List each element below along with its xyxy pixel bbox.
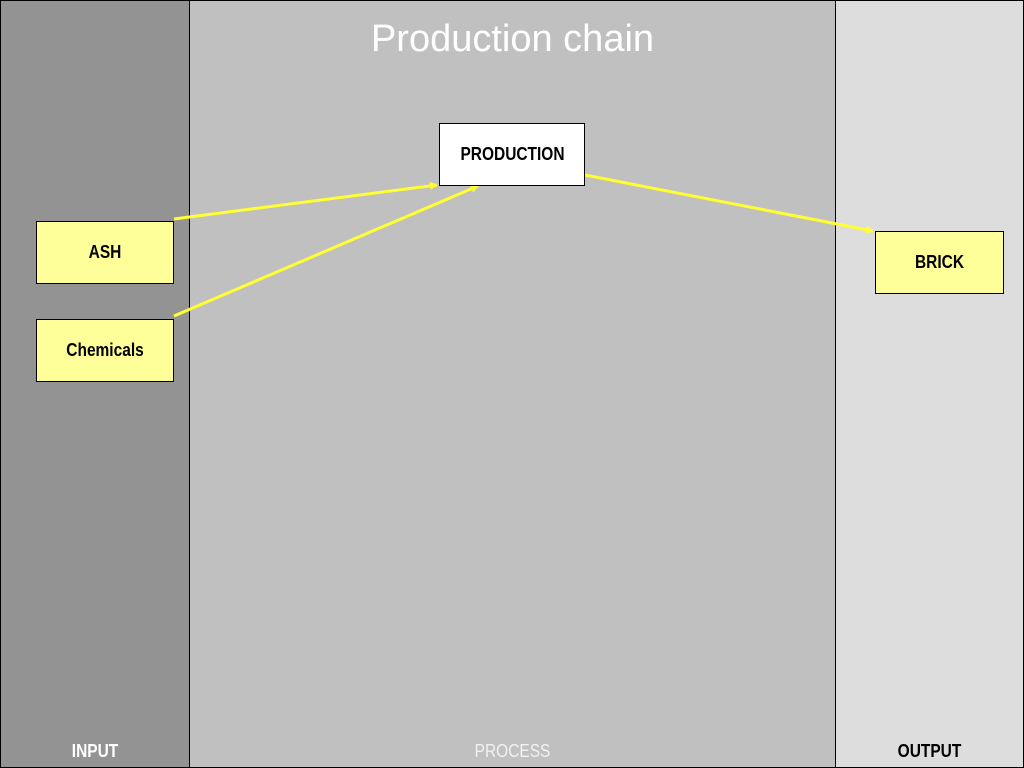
brick-node: BRICK: [875, 231, 1004, 294]
ash-node-label: ASH: [88, 242, 122, 262]
ash-node: ASH: [36, 221, 174, 284]
process-column: [189, 0, 836, 768]
production-node: PRODUCTION: [439, 123, 585, 186]
input-column-label: INPUT: [71, 741, 119, 761]
output-column: [835, 0, 1024, 768]
process-column-label: PROCESS: [474, 741, 551, 761]
diagram-title: Production chain: [370, 18, 655, 60]
input-column: [0, 0, 190, 768]
chemicals-node: Chemicals: [36, 319, 174, 382]
chemicals-node-label: Chemicals: [66, 340, 144, 360]
production-node-label: PRODUCTION: [459, 144, 565, 164]
brick-node-label: BRICK: [914, 252, 965, 272]
output-column-label: OUTPUT: [897, 741, 962, 761]
